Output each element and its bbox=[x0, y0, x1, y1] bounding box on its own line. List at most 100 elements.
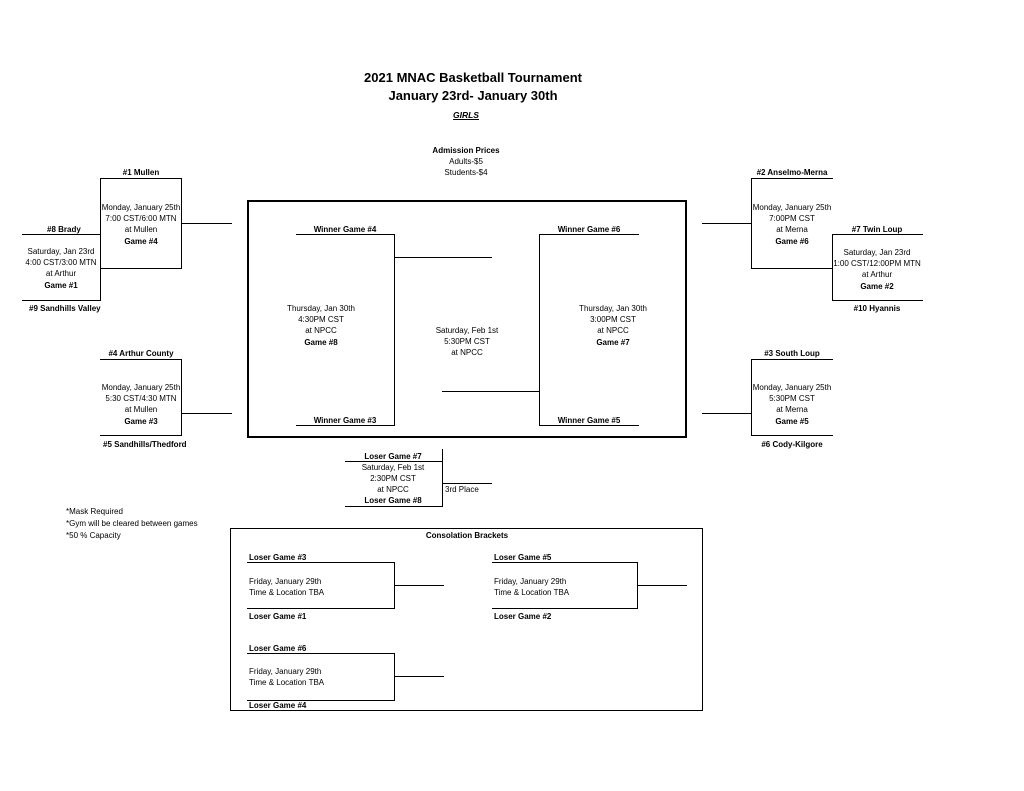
game1-label: Game #1 bbox=[44, 281, 78, 290]
division-label: GIRLS bbox=[453, 110, 479, 120]
consolation-a-date: Friday, January 29th bbox=[249, 577, 322, 586]
consolation-c-date: Friday, January 29th bbox=[249, 667, 322, 676]
bracket-line bbox=[751, 435, 833, 436]
winner-game-3: Winner Game #3 bbox=[313, 416, 377, 425]
game2-label: Game #2 bbox=[860, 282, 894, 291]
seed-mullen: #1 Mullen bbox=[122, 168, 160, 177]
bracket-line bbox=[100, 178, 182, 179]
consolation-b-location: Time & Location TBA bbox=[494, 588, 570, 597]
bracket-line bbox=[832, 234, 923, 235]
game2-location: at Arthur bbox=[861, 270, 893, 279]
game4-location: at Mullen bbox=[124, 225, 158, 234]
bracket-line bbox=[751, 268, 833, 269]
game2-time: 1:00 CST/12:00PM MTN bbox=[833, 259, 921, 268]
game5-label: Game #5 bbox=[775, 417, 809, 426]
consolation-b-date: Friday, January 29th bbox=[494, 577, 567, 586]
bracket-line bbox=[394, 234, 395, 426]
bracket-line bbox=[100, 359, 182, 360]
bracket-line bbox=[702, 223, 752, 224]
seed-brady: #8 Brady bbox=[47, 225, 81, 234]
game8-time: 4:30PM CST bbox=[298, 315, 344, 324]
third-place-label: 3rd Place bbox=[445, 485, 479, 494]
bracket-line bbox=[247, 562, 395, 563]
bracket-line bbox=[181, 223, 232, 224]
bracket-line bbox=[539, 234, 540, 426]
game3-time: 5:30 CST/4:30 MTN bbox=[105, 394, 177, 403]
bracket-line bbox=[247, 608, 395, 609]
seed-sandhills-valley: #9 Sandhills Valley bbox=[29, 304, 101, 313]
game5-time: 5:30PM CST bbox=[769, 394, 815, 403]
game6-label: Game #6 bbox=[775, 237, 809, 246]
note-gym: *Gym will be cleared between games bbox=[66, 519, 198, 528]
bracket-line bbox=[540, 425, 639, 426]
bracket-line bbox=[442, 391, 540, 392]
game5-date: Monday, January 25th bbox=[752, 383, 832, 392]
game3-label: Game #3 bbox=[124, 417, 158, 426]
bracket-line bbox=[394, 585, 444, 586]
seed-south-loup: #3 South Loup bbox=[764, 349, 820, 358]
bracket-line bbox=[296, 425, 395, 426]
seed-hyannis: #10 Hyannis bbox=[853, 304, 901, 313]
game1-date: Saturday, Jan 23rd bbox=[27, 247, 95, 256]
bracket-line bbox=[832, 234, 833, 301]
bracket-line bbox=[100, 435, 182, 436]
seed-twin-loup: #7 Twin Loup bbox=[851, 225, 903, 234]
final-location: at NPCC bbox=[451, 348, 483, 357]
loser-game-8: Loser Game #8 bbox=[364, 496, 422, 505]
winner-game-5: Winner Game #5 bbox=[557, 416, 621, 425]
admission-adults: Adults-$5 bbox=[449, 157, 483, 166]
game3-location: at Mullen bbox=[124, 405, 158, 414]
bracket-line bbox=[345, 506, 443, 507]
third-place-date: Saturday, Feb 1st bbox=[361, 463, 425, 472]
third-place-location: at NPCC bbox=[377, 485, 409, 494]
seed-anselmo-merna: #2 Anselmo-Merna bbox=[756, 168, 828, 177]
winner-game-6: Winner Game #6 bbox=[557, 225, 621, 234]
final-date: Saturday, Feb 1st bbox=[435, 326, 499, 335]
bracket-line bbox=[394, 653, 395, 701]
bracket-line bbox=[492, 562, 638, 563]
bracket-line bbox=[247, 700, 395, 701]
game2-date: Saturday, Jan 23rd bbox=[843, 248, 911, 257]
bracket-line bbox=[492, 608, 638, 609]
winner-game-4: Winner Game #4 bbox=[313, 225, 377, 234]
consolation-c-bottom: Loser Game #4 bbox=[249, 701, 307, 710]
bracket-line bbox=[22, 300, 101, 301]
game8-date: Thursday, Jan 30th bbox=[287, 304, 355, 313]
game4-label: Game #4 bbox=[124, 237, 158, 246]
game8-label: Game #8 bbox=[304, 338, 338, 347]
game6-date: Monday, January 25th bbox=[752, 203, 832, 212]
bracket-line bbox=[22, 234, 101, 235]
note-capacity: *50 % Capacity bbox=[66, 531, 121, 540]
bracket-line bbox=[702, 413, 752, 414]
game7-label: Game #7 bbox=[596, 338, 630, 347]
consolation-b-bottom: Loser Game #2 bbox=[494, 612, 552, 621]
consolation-title: Consolation Brackets bbox=[425, 531, 509, 540]
consolation-c-top: Loser Game #6 bbox=[249, 644, 307, 653]
game1-time: 4:00 CST/3:00 MTN bbox=[25, 258, 97, 267]
game7-time: 3:00PM CST bbox=[590, 315, 636, 324]
bracket-line bbox=[100, 268, 182, 269]
game3-date: Monday, January 25th bbox=[101, 383, 181, 392]
bracket-line bbox=[751, 359, 752, 436]
game1-location: at Arthur bbox=[45, 269, 77, 278]
game5-location: at Merna bbox=[776, 405, 808, 414]
consolation-c-location: Time & Location TBA bbox=[249, 678, 325, 687]
consolation-box bbox=[230, 528, 703, 711]
page-subtitle: January 23rd- January 30th bbox=[388, 88, 558, 103]
seed-sandhills-thedford: #5 Sandhills/Thedford bbox=[103, 440, 187, 449]
bracket-line bbox=[181, 413, 232, 414]
seed-arthur-county: #4 Arthur County bbox=[108, 349, 174, 358]
game8-location: at NPCC bbox=[305, 326, 337, 335]
loser-game-7: Loser Game #7 bbox=[364, 452, 422, 461]
bracket-line bbox=[540, 234, 639, 235]
bracket-line bbox=[394, 676, 444, 677]
bracket-line bbox=[345, 461, 443, 462]
seed-cody-kilgore: #6 Cody-Kilgore bbox=[761, 440, 823, 449]
consolation-a-bottom: Loser Game #1 bbox=[249, 612, 307, 621]
game4-date: Monday, January 25th bbox=[101, 203, 181, 212]
bracket-line bbox=[100, 178, 101, 301]
semifinal-box bbox=[247, 200, 687, 438]
bracket-line bbox=[442, 449, 443, 507]
note-mask: *Mask Required bbox=[66, 507, 123, 516]
bracket-line bbox=[832, 300, 923, 301]
